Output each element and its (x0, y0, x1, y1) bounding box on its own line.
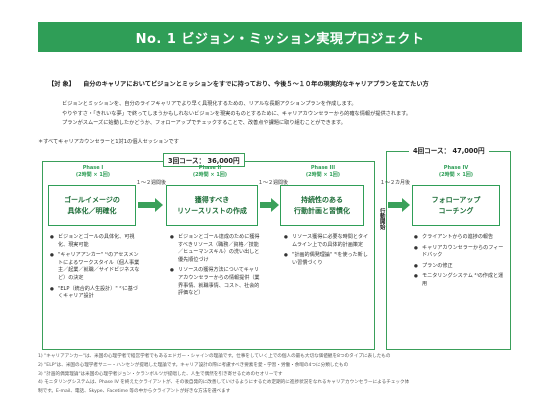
footnote-item: 1) "キャリアアンカー"は、米国の心理学者で経営学者でもあるエドガー・シャイン… (38, 354, 391, 359)
phase-2-bullets: ビジョンとゴール達成のために獲得すべきリソース（職務／資格／技能／ヒューマンスキ… (170, 234, 262, 301)
intro-line: やりやすさ・「きれいな夢」で終ってしまうかもしれないビジョンを現実のものとするた… (62, 110, 412, 117)
footnote-item: 制です。E-mail、電話、Skype、Facetime 等の中からクライアント… (38, 389, 231, 395)
list-item: キャリアカウンセラーからのフィードバック (414, 245, 508, 260)
page-title: No. 1 ビジョン・ミッション実現プロジェクト (135, 31, 425, 47)
footnotes: 1) "キャリアアンカー"は、米国の心理学者で経営学者でもあるエドガー・シャイン… (38, 353, 409, 397)
intro-line: プランがスムーズに始動したかどうか、フォローアップでチェックすることで、改善点や… (62, 120, 346, 127)
session-note: ＊すべてキャリアカウンセラーと1対1の個人セッションです (38, 139, 179, 145)
phase-3-box: 持続性のある 行動計画と習慣化 (280, 185, 364, 226)
list-item: プランの修正 (414, 263, 508, 271)
phase-2-box: 獲得すべき リソースリストの作成 (166, 185, 258, 226)
intro-text: ビジョンとミッションを、自分のライフキャリアでより早く具現化するための、リアルな… (62, 100, 411, 129)
phase-3-label: Phase III (2時間 × 1回) (288, 165, 358, 178)
phase-1-meta: (2時間 × 1回) (75, 171, 111, 178)
list-item: "計画的偶発理論" ³⁾を使った新しい習慣づくり (284, 252, 370, 267)
list-item: ビジョンとゴール達成のために獲得すべきリソース（職務／資格／技能／ヒューマンスキ… (170, 234, 262, 264)
phase-2-meta: (2時間 × 1回) (192, 171, 228, 178)
footnote-item: 2) "ELP"は、米国の心理学者サニー・ハンセンが提唱した理論です。キャリア設… (38, 362, 349, 368)
phase-2-label: Phase II (2時間 × 1回) (170, 165, 250, 178)
target-label: 【対 象】 (48, 81, 75, 88)
list-item: リソースの獲得方法についてキャリアカウンセラーからの情報提供（業界事情、就職事情… (170, 267, 262, 297)
phase-4-box: フォローアップ コーチング (412, 185, 500, 226)
phase-1-label: Phase I (2時間 × 1回) (58, 165, 128, 178)
phase-4-label: Phase IV (2時間 × 1回) (418, 165, 494, 178)
phase-4-name: Phase IV (443, 165, 469, 171)
gap-label-1: １～２週間後 (136, 180, 167, 186)
course-3-label: 3回コース： 36,000円 (163, 153, 245, 167)
execution-start-label: 行動開始 (377, 208, 386, 232)
list-item: クライアントからの進捗の報告 (414, 234, 508, 242)
course-3-box: 3回コース： 36,000円 (42, 153, 375, 350)
phase-1-bullets: ビジョンとゴールの具体化、可視化、現実可能 "キャリアアンカー" ¹⁾のアセスメ… (50, 234, 142, 304)
list-item: "ELP（統合的人生設計）" ²⁾に基づくキャリア設計 (50, 286, 142, 301)
target-highlight: 今後５～１０年の現実的なキャリアプランを立てたい方 (274, 81, 429, 88)
gap-label-3: １～２カ月後 (380, 180, 411, 186)
intro-line: ビジョンとミッションを、自分のライフキャリアでより早く具現化するための、リアルな… (62, 101, 357, 107)
title-bar: No. 1 ビジョン・ミッション実現プロジェクト (38, 22, 522, 52)
execution-text: 行動開始 (378, 208, 385, 230)
phase-1-name: Phase I (82, 165, 104, 171)
list-item: モニタリングシステム ⁴⁾の作成と運用 (414, 273, 508, 288)
list-item: ビジョンとゴールの具体化、可視化、現実可能 (50, 234, 142, 249)
phase-1-box: ゴールイメージの 具体化／明確化 (48, 185, 136, 226)
phase-4-meta: (2時間 × 1回) (438, 171, 474, 178)
course-4-label: 4回コース： 47,000円 (409, 145, 489, 155)
phase-3-name: Phase III (310, 165, 336, 171)
course-4-box: 4回コース： 47,000円 (386, 145, 511, 350)
phase-3-bullets: リソース獲得に必要な時間とタイムライン上での具体的計画策定 "計画的偶発理論" … (284, 234, 370, 270)
phase-4-bullets: クライアントからの進捗の報告 キャリアカウンセラーからのフィードバック プランの… (414, 234, 508, 292)
gap-label-2: １～２週間後 (258, 180, 289, 186)
target-text: 自分のキャリアにおいてビジョンとミッションをすでに持っており、 (83, 81, 275, 88)
footnote-item: 3) "計画的偶発理論"は米国の心理学者ジョン・クランボルツが提唱した、人生で偶… (38, 371, 283, 377)
list-item: リソース獲得に必要な時間とタイムライン上での具体的計画策定 (284, 234, 370, 249)
phase-3-meta: (2時間 × 1回) (305, 171, 341, 178)
phase-2-name: Phase II (198, 165, 222, 171)
target-line: 【対 象】 自分のキャリアにおいてビジョンとミッションをすでに持っており、今後５… (48, 79, 429, 88)
footnote-item: 4) モニタリングシステムは、Phase IV を終えたクライアントが、その後自… (38, 380, 410, 386)
list-item: "キャリアアンカー" ¹⁾のアセスメントによるワークスタイル（個人事業主／起業／… (50, 252, 142, 282)
